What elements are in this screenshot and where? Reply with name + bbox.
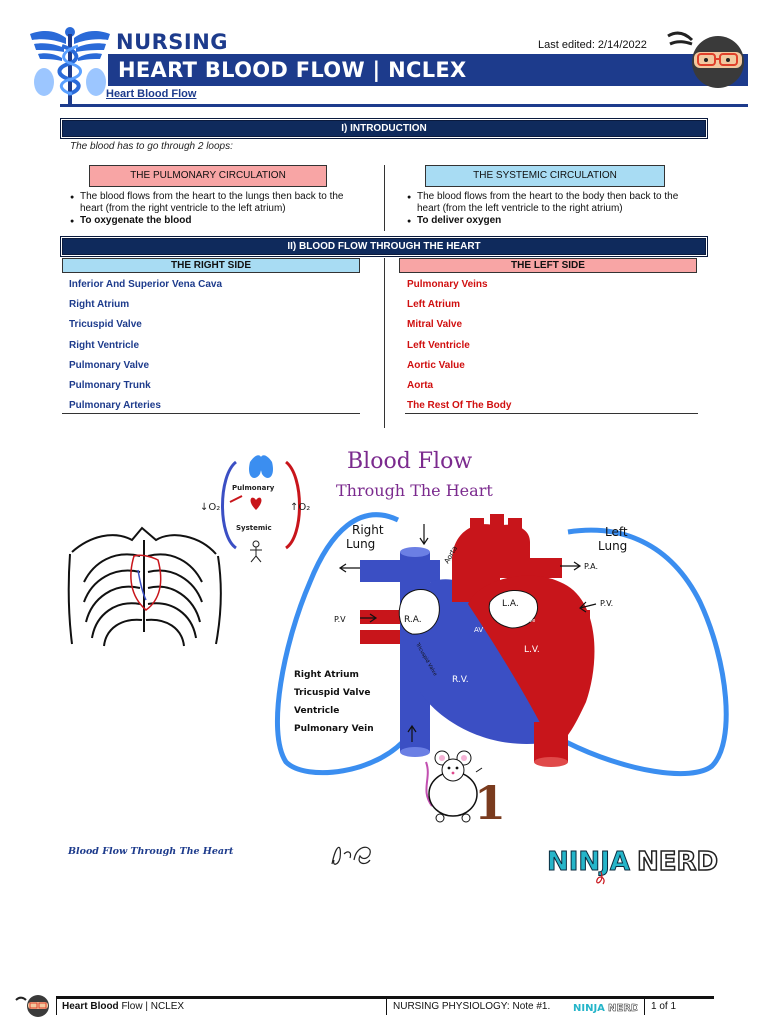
note-right-atrium: Right Atrium (294, 670, 359, 680)
left-side-heading: THE LEFT SIDE (399, 258, 697, 273)
right-lung-label-line2: Lung (346, 537, 375, 551)
note-tricuspid-valve: Tricuspid Valve (294, 688, 370, 698)
left-lung-label-line2: Lung (598, 539, 627, 553)
list-item: Pulmonary Arteries (69, 400, 161, 412)
pv-right-label: P.V (334, 615, 346, 624)
diagram-title-line1: Blood Flow (347, 449, 472, 474)
list-item: Aorta (407, 379, 434, 391)
logo-ninja-text: NINJA (547, 847, 630, 877)
footer-separator (56, 999, 57, 1015)
list-item: Left Atrium (407, 299, 460, 311)
logo-nerd-text: NERD (637, 847, 718, 877)
column-divider-2 (384, 258, 385, 428)
pa-label: P.A. (584, 562, 598, 571)
la-label: L.A. (502, 599, 519, 609)
footer-rule (56, 996, 714, 999)
pulmonary-bullet-flow: The blood flows from the heart to the lu… (70, 191, 360, 215)
list-item: Right Ventricle (69, 339, 140, 351)
heart-right-side (360, 547, 550, 757)
systemic-bullet-purpose: To deliver oxygen (407, 215, 697, 228)
page-title: HEART BLOOD FLOW | NCLEX (118, 58, 467, 82)
av-label: AV (474, 626, 483, 634)
pulmonary-bullet-purpose: To oxygenate the blood (70, 215, 360, 228)
ribcage-illustration (67, 526, 222, 647)
mouse-mascot-illustration: 1 (425, 750, 506, 830)
left-lung-label-line1: Left (605, 525, 628, 539)
column-divider (384, 165, 385, 231)
footer-page-number: 1 of 1 (651, 1001, 677, 1012)
left-side-list: Pulmonary Veins Left Atrium Mitral Valve… (407, 276, 697, 417)
o2-increase-label: ↑O₂ (290, 502, 310, 513)
right-list-rule (62, 413, 360, 414)
pulmonary-circulation-box: THE PULMONARY CIRCULATION (89, 165, 327, 187)
left-list-rule (405, 413, 698, 414)
intro-lead: The blood has to go through 2 loops: (70, 141, 233, 152)
footer-topic-bold: Heart Blood (62, 1001, 119, 1012)
o2-decrease-label: ↓O₂ (200, 502, 220, 513)
heart-left-side (360, 514, 595, 767)
diagram-title-line2: Through The Heart (336, 481, 493, 500)
right-lung-outline (274, 512, 410, 776)
footer-ninja-icon (15, 995, 49, 1017)
note-ventricle: Ventricle (294, 706, 339, 716)
footer-note: NURSING PHYSIOLOGY: Note #1. (393, 1001, 551, 1012)
footer-separator (386, 999, 387, 1015)
figure-caption: Blood Flow Through The Heart (68, 846, 234, 857)
footer-logo-nerd: NERD (608, 1003, 638, 1014)
ninja-nerd-logo: NINJA NERD (547, 846, 719, 885)
flow-arrows (338, 524, 597, 742)
list-item: The Rest Of The Body (407, 400, 512, 412)
circulation-loop-diagram: Pulmonary Systemic ↓O₂ ↑O₂ (200, 455, 310, 563)
list-item: Pulmonary Veins (407, 279, 488, 290)
heart-diagram: Blood Flow Through The Heart Pulmonary S… (67, 449, 729, 830)
systemic-circulation-box: THE SYSTEMIC CIRCULATION (425, 165, 665, 187)
systemic-bullets: The blood flows from the heart to the bo… (407, 191, 697, 228)
systemic-bullet-flow: The blood flows from the heart to the bo… (407, 191, 697, 215)
caduceus-icon (30, 27, 110, 104)
footer-logo-ninja: NINJA (573, 1003, 605, 1014)
mouse-number: 1 (474, 776, 506, 830)
lv-label: L.V. (524, 645, 540, 655)
header-rule (60, 104, 748, 107)
footer-topic-rest: Flow | NCLEX (121, 1001, 185, 1012)
list-item: Left Ventricle (407, 339, 470, 351)
right-side-list: Inferior And Superior Vena Cava Right At… (69, 276, 359, 417)
pv-left-label: P.V. (600, 599, 613, 608)
mitral-label: Mitral Valve (506, 618, 535, 624)
signature-icon (331, 846, 371, 865)
loop-pulmonary-label: Pulmonary (232, 484, 275, 492)
section-heading-introduction: I) INTRODUCTION (60, 118, 708, 139)
right-lung-label-line1: Right (352, 523, 384, 537)
list-item: Aortic Value (407, 359, 465, 371)
list-item: Inferior And Superior Vena Cava (69, 279, 223, 290)
note-pulmonary-vein: Pulmonary Vein (294, 724, 374, 734)
right-side-heading: THE RIGHT SIDE (62, 258, 360, 273)
footer-topic: Heart Blood Flow | NCLEX (62, 1001, 184, 1012)
title-bar (108, 54, 748, 86)
section-heading-blood-flow: II) BLOOD FLOW THROUGH THE HEART (60, 236, 708, 257)
footer-ninja-nerd-logo: NINJA NERD (573, 1003, 638, 1015)
ninja-head-icon (667, 31, 744, 88)
list-item: Pulmonary Trunk (69, 379, 151, 391)
brand-nursing: NURSING (116, 30, 229, 54)
last-edited: Last edited: 2/14/2022 (538, 39, 647, 51)
left-lung-outline (564, 527, 729, 777)
loop-systemic-label: Systemic (236, 524, 272, 532)
list-item: Tricuspid Valve (69, 319, 142, 331)
list-item: Mitral Valve (407, 319, 463, 331)
list-item: Right Atrium (69, 299, 130, 311)
heart-blood-flow-link[interactable]: Heart Blood Flow (106, 88, 197, 100)
pulmonary-bullets: The blood flows from the heart to the lu… (70, 191, 360, 228)
rv-label: R.V. (452, 675, 469, 685)
footer-separator (644, 999, 645, 1015)
list-item: Pulmonary Valve (69, 359, 150, 371)
ra-label: R.A. (404, 615, 422, 625)
